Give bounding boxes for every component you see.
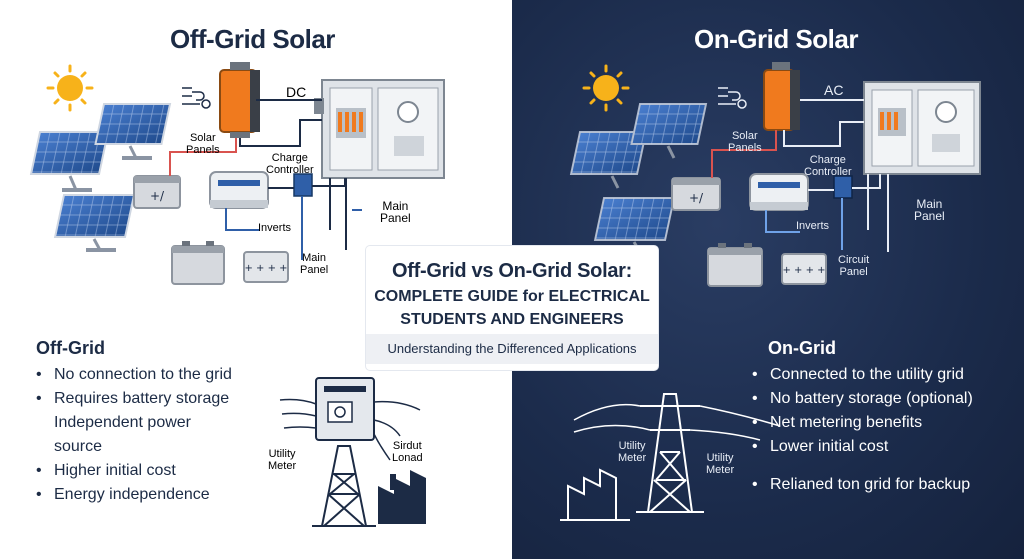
factory-icon: [378, 470, 426, 524]
on-grid-list: Connected to the utility grid No battery…: [752, 363, 973, 497]
plug-icon: [718, 87, 747, 109]
main-title: Off-Grid vs On-Grid Solar:: [392, 260, 632, 282]
label-utility-meter-a: Utility Meter: [618, 440, 647, 464]
svg-text:+/: +/: [689, 191, 704, 205]
list-item: Lower initial cost: [752, 435, 973, 459]
battery-icon: +/: [133, 175, 181, 209]
solar-panel-icon: [29, 131, 110, 175]
list-item: Requires battery storage: [36, 387, 232, 411]
label-utility-meter: Utility Meter: [268, 448, 297, 472]
subtitle-band: Understanding the Differenced Applicatio…: [366, 334, 658, 364]
battery-icon: [171, 241, 225, 285]
power-lines-right: [573, 403, 781, 441]
transmission-tower-icon: [312, 445, 376, 527]
main-electrical-panel: [314, 79, 445, 179]
disconnect-switch-icon: [833, 175, 853, 199]
label-inverts: Inverts: [796, 220, 830, 232]
label-ac: AC: [824, 82, 844, 98]
list-item: Independent power: [54, 414, 191, 431]
label-charge-controller: Charge Controller: [266, 152, 314, 176]
disconnect-switch-icon: [293, 173, 313, 197]
off-grid-features: Off-Grid No connection to the grid Requi…: [36, 338, 232, 507]
solar-panel-icon: [53, 194, 136, 238]
wiring-left: [169, 99, 362, 260]
on-grid-title: On-Grid Solar: [694, 24, 858, 54]
off-grid-list: No connection to the grid Requires batte…: [36, 363, 232, 507]
on-grid-features: On-Grid Connected to the utility grid No…: [752, 338, 973, 497]
plug-icon: [182, 87, 211, 109]
list-item: Higher initial cost: [36, 459, 232, 483]
svg-text:+ + + +: + + + +: [244, 263, 287, 274]
off-grid-heading: Off-Grid: [36, 338, 105, 358]
charge-controller-icon: [209, 171, 269, 209]
list-item: Connected to the utility grid: [752, 363, 973, 387]
svg-text:+/: +/: [150, 189, 165, 203]
factory-icon: [560, 468, 630, 521]
center-title-card: Off-Grid vs On-Grid Solar: COMPLETE GUID…: [366, 246, 658, 370]
battery-icon: [707, 243, 763, 287]
utility-meter-icon: [315, 377, 375, 441]
sun-icon: [582, 64, 630, 112]
list-item: Energy independence: [36, 483, 232, 507]
label-solar-panels: Solar Panels: [728, 130, 762, 154]
list-item: Net metering benefits: [752, 411, 973, 435]
subtitle-line-1: COMPLETE GUIDE for ELECTRICAL: [374, 288, 650, 305]
list-item: No connection to the grid: [36, 363, 232, 387]
battery-icon: + + + +: [781, 253, 827, 285]
label-sirdut-load: Sirdut Lonad: [392, 440, 423, 464]
label-solar-panels: Solar Panels: [186, 132, 220, 156]
on-grid-heading: On-Grid: [768, 338, 836, 358]
charge-controller-icon: [749, 173, 809, 211]
battery-icon: + + + +: [243, 251, 289, 283]
label-main-panel-lower: Main Panel: [300, 252, 329, 276]
label-inverts: Inverts: [258, 222, 292, 234]
label-dc: DC: [286, 84, 307, 100]
solar-panel-array-right: [569, 103, 708, 253]
label-main-panel: Main Panel: [914, 197, 945, 223]
list-item: source: [54, 438, 103, 455]
list-item: Relianed ton grid for backup: [752, 473, 973, 497]
label-main-panel: Main Panel: [380, 199, 411, 225]
solar-panel-icon: [569, 131, 648, 175]
inverter-icon: [219, 62, 260, 138]
label-circuit-panel: Circuit Panel: [838, 254, 870, 278]
solar-panel-icon: [630, 103, 708, 145]
off-grid-title: Off-Grid Solar: [170, 24, 335, 54]
main-electrical-panel: [863, 81, 981, 175]
inverter-icon: [763, 62, 800, 131]
wiring-right: [711, 99, 889, 252]
solar-panel-icon: [593, 197, 676, 241]
battery-icon: +/: [671, 177, 721, 211]
solar-panel-icon: [94, 103, 172, 145]
sun-icon: [46, 64, 94, 112]
transmission-tower-icon: [636, 393, 704, 513]
label-charge-controller: Charge Controller: [804, 154, 852, 178]
label-utility-meter-b: Utility Meter: [706, 452, 735, 476]
svg-text:+ + + +: + + + +: [782, 265, 825, 276]
power-lines-left: [279, 398, 421, 461]
solar-panel-array-left: [29, 103, 172, 252]
subtitle-line-2: STUDENTS AND ENGINEERS: [400, 311, 624, 328]
list-item: No battery storage (optional): [752, 387, 973, 411]
